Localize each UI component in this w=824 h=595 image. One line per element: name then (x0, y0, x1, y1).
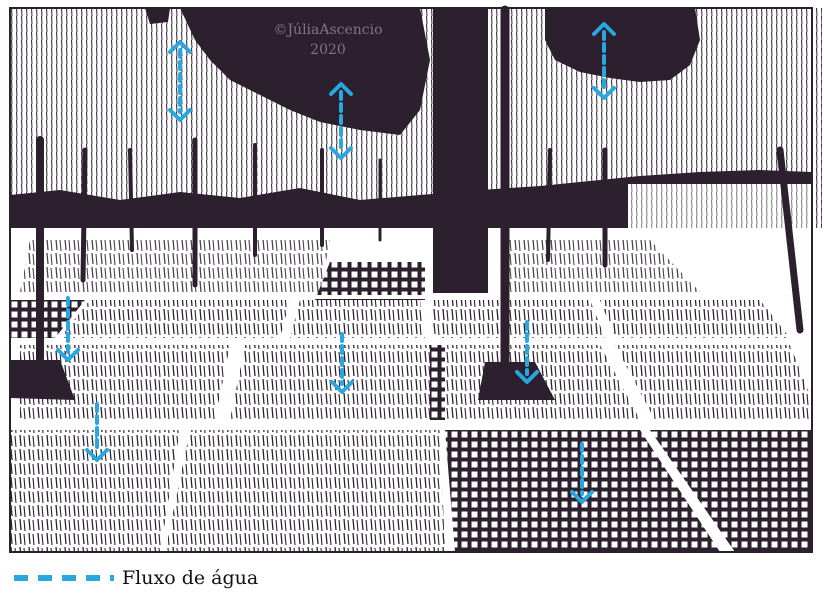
legend-label: Fluxo de água (122, 567, 259, 589)
credit-name: ©JúliaAscencio (273, 22, 383, 38)
tree-pit-left (10, 360, 75, 400)
arrow-down-icon (515, 320, 539, 384)
tree-trunks (36, 5, 804, 385)
canopy-small-top (145, 8, 170, 24)
water-flow-arrows (56, 22, 616, 504)
legend: Fluxo de água (10, 564, 258, 592)
arrow-down-icon (330, 332, 354, 394)
arrow-down-icon (56, 296, 80, 362)
arrow-up-down-icon (168, 40, 192, 122)
tile-joints (10, 295, 812, 429)
canopy-dark-right (545, 8, 700, 82)
credit-watermark: ©JúliaAscencio 2020 (253, 20, 403, 60)
hedge-band (10, 170, 812, 240)
arrow-up-down-icon (592, 22, 616, 100)
plaza-illustration (9, 5, 822, 553)
arrow-down-icon (570, 442, 594, 504)
scene-drawing (9, 5, 822, 553)
arrow-down-icon (85, 402, 109, 462)
canopy-dark-left (180, 8, 430, 135)
arrow-up-down-icon (329, 82, 353, 160)
credit-year: 2020 (310, 42, 346, 58)
dashed-line-icon (14, 575, 114, 581)
central-trunk (433, 8, 488, 293)
